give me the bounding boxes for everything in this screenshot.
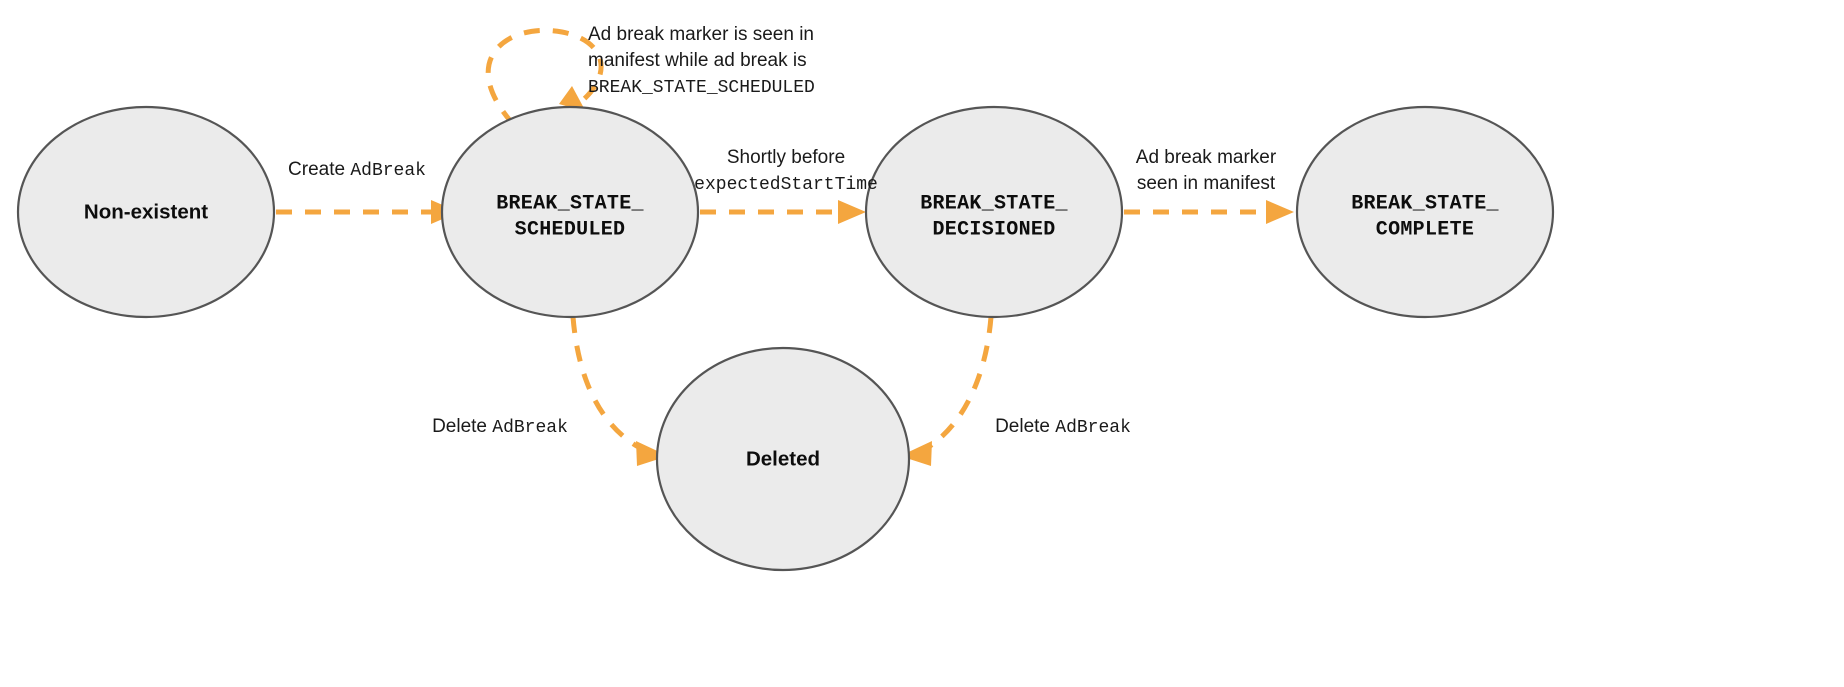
- edge-label-marker-seen-line1: Ad break marker: [1136, 147, 1277, 168]
- edge-label-create-adbreak-verb: Create: [288, 159, 350, 180]
- edge-label-marker-seen-line2: seen in manifest: [1137, 173, 1276, 194]
- edge-shortly-before-arrowhead: [838, 200, 866, 224]
- edge-delete-decisioned-line: [918, 316, 994, 455]
- node-deleted-shape: [655, 346, 911, 572]
- edge-label-delete-scheduled-text: Delete AdBreak: [432, 416, 568, 438]
- edge-label-self-loop: Ad break marker is seen in manifest whil…: [588, 24, 815, 98]
- edge-self-loop-arrowhead: [559, 86, 586, 112]
- edge-delete-adbreak-from-scheduled[interactable]: [570, 316, 668, 466]
- edge-label-delete-adbreak-from-scheduled: Delete AdBreak: [432, 416, 568, 438]
- edge-ad-break-marker-seen-self-loop[interactable]: [485, 27, 604, 126]
- node-break-state-complete-label-line1: BREAK_STATE_: [1351, 192, 1499, 215]
- node-break-state-scheduled-label-line1: BREAK_STATE_: [496, 192, 644, 215]
- edge-label-shortly-before-line2: expectedStartTime: [694, 175, 878, 195]
- edge-label-delete-adbreak-from-decisioned: Delete AdBreak: [995, 416, 1131, 438]
- node-break-state-complete-label-line2: COMPLETE: [1376, 218, 1474, 241]
- edge-self-loop-line: [485, 27, 604, 126]
- edge-marker-seen-arrowhead: [1266, 200, 1294, 224]
- edge-delete-adbreak-from-decisioned[interactable]: [900, 316, 994, 466]
- node-non-existent[interactable]: Non-existent: [16, 105, 276, 319]
- edge-delete-decisioned-arrowhead: [900, 441, 932, 466]
- edge-shortly-before-expectedstarttime[interactable]: [700, 200, 866, 224]
- edge-create-adbreak[interactable]: [276, 200, 459, 224]
- node-non-existent-shape: [16, 105, 276, 319]
- edge-label-delete-scheduled-object: AdBreak: [492, 418, 568, 438]
- edge-label-delete-decisioned-verb: Delete: [995, 416, 1055, 437]
- node-break-state-decisioned-shape: [864, 105, 1124, 319]
- edge-delete-scheduled-line: [570, 316, 650, 455]
- edge-label-delete-decisioned-object: AdBreak: [1055, 418, 1131, 438]
- edge-ad-break-marker-seen-in-manifest[interactable]: [1124, 200, 1294, 224]
- node-break-state-complete[interactable]: BREAK_STATE_ COMPLETE: [1295, 105, 1555, 319]
- edge-label-create-adbreak-text: Create AdBreak: [288, 159, 426, 181]
- edge-label-create-adbreak-object: AdBreak: [350, 161, 426, 181]
- node-break-state-scheduled[interactable]: BREAK_STATE_ SCHEDULED: [440, 105, 700, 319]
- edge-label-self-loop-line3: BREAK_STATE_SCHEDULED: [588, 78, 815, 98]
- node-break-state-decisioned-label-line1: BREAK_STATE_: [920, 192, 1068, 215]
- edge-label-delete-decisioned-text: Delete AdBreak: [995, 416, 1131, 438]
- edge-label-self-loop-line1: Ad break marker is seen in: [588, 24, 814, 45]
- node-break-state-decisioned-label-line2: DECISIONED: [932, 218, 1055, 241]
- node-break-state-scheduled-shape: [440, 105, 700, 319]
- node-non-existent-label: Non-existent: [84, 200, 208, 223]
- edge-label-delete-scheduled-verb: Delete: [432, 416, 492, 437]
- edge-delete-scheduled-arrowhead: [636, 441, 668, 466]
- node-deleted[interactable]: Deleted: [655, 346, 911, 572]
- node-deleted-label: Deleted: [746, 447, 820, 470]
- edge-label-shortly-before-line1: Shortly before: [727, 147, 845, 168]
- node-break-state-complete-shape: [1295, 105, 1555, 319]
- node-break-state-scheduled-label-line2: SCHEDULED: [515, 218, 626, 241]
- node-break-state-decisioned[interactable]: BREAK_STATE_ DECISIONED: [864, 105, 1124, 319]
- edge-label-marker-seen-in-manifest: Ad break marker seen in manifest: [1136, 147, 1277, 194]
- edge-label-self-loop-line2: manifest while ad break is: [588, 50, 807, 71]
- edge-label-create-adbreak: Create AdBreak: [288, 159, 426, 181]
- edge-label-shortly-before: Shortly before expectedStartTime: [694, 147, 878, 195]
